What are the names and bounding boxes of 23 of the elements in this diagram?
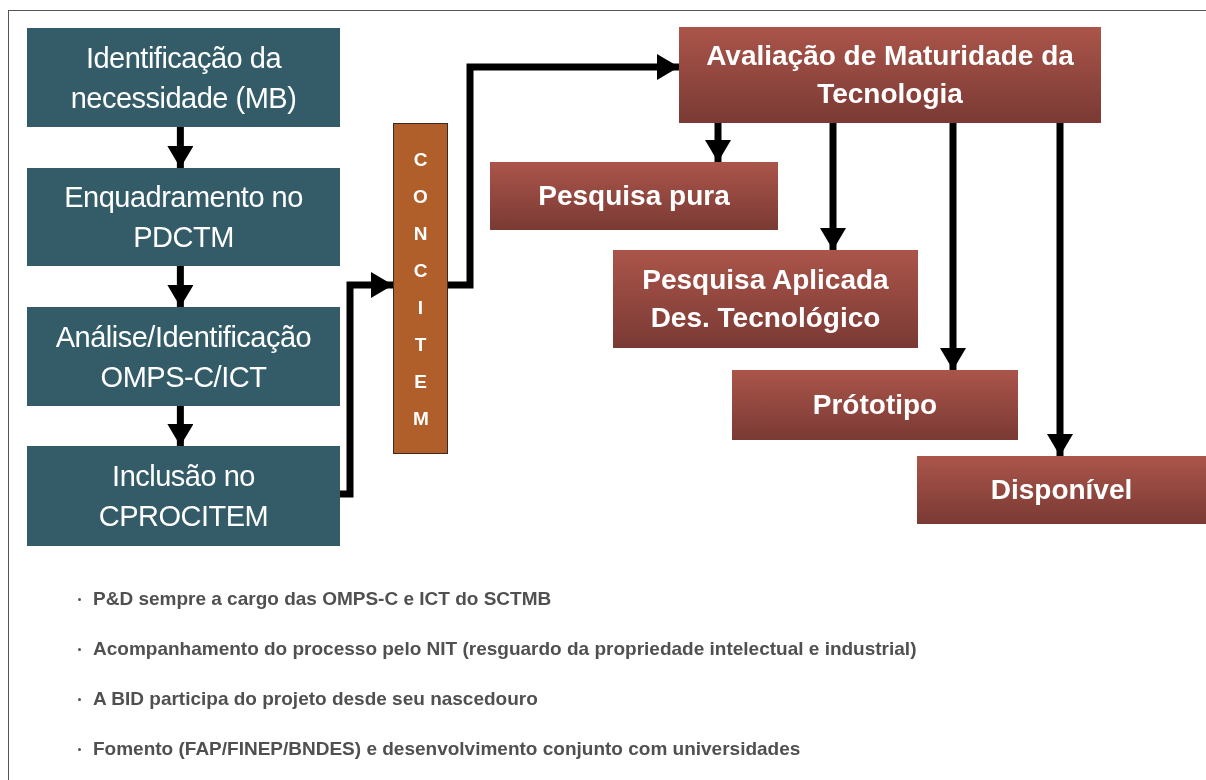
arrow: [167, 127, 194, 168]
arrow: [167, 406, 194, 446]
vertical-bar: CONCITEM: [393, 123, 448, 454]
note-text: Fomento (FAP/FINEP/BNDES) e desenvolvimento conjunto com universidades: [93, 737, 801, 761]
stage-box: Pesquisa pura: [490, 162, 778, 230]
note-text: Acompanhamento do processo pelo NIT (resguardo da propriedade intelectual e industrial): [93, 637, 917, 661]
arrow: [705, 123, 731, 162]
arrow: [340, 272, 393, 498]
process-box: Análise/Identificação OMPS-C/ICT: [27, 307, 340, 406]
note-text: A BID participa do projeto desde seu nascedouro: [93, 687, 538, 711]
stage-box: Avaliação de Maturidade da Tecnologia: [679, 27, 1101, 123]
stage-box: Prótotipo: [732, 370, 1018, 440]
arrow: [940, 123, 966, 370]
arrow: [1047, 123, 1073, 456]
process-box: Enquadramento no PDCTM: [27, 168, 340, 266]
process-box: Inclusão no CPROCITEM: [27, 446, 340, 546]
stage-box: Pesquisa Aplicada Des. Tecnológico: [613, 250, 918, 348]
note-text: P&D sempre a cargo das OMPS-C e ICT do SCTMB: [93, 587, 552, 611]
arrow: [167, 266, 194, 307]
arrow: [820, 123, 846, 250]
stage-box: Disponível: [917, 456, 1206, 524]
process-box: Identificação da necessidade (MB): [27, 28, 340, 127]
arrow: [448, 54, 679, 289]
